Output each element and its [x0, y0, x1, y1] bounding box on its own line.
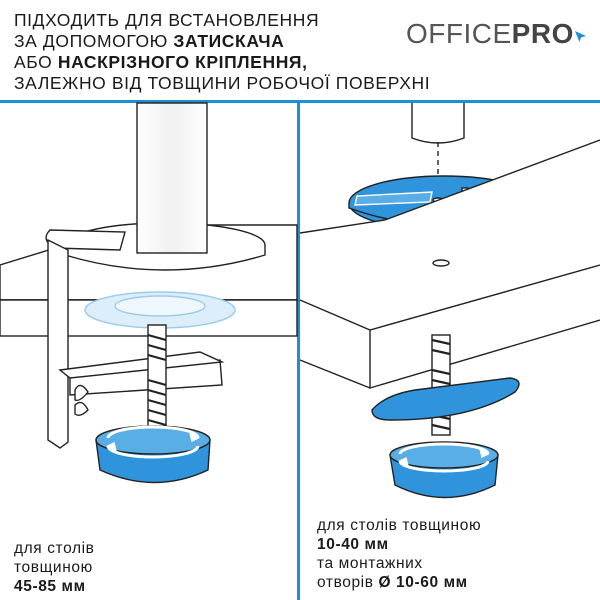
header-line-2: ЗА ДОПОМОГОЮ ЗАТИСКАЧА — [14, 31, 414, 52]
left-caption-line-1: для столів — [14, 540, 95, 557]
logo-pro: PRO — [511, 18, 574, 49]
left-caption-line-3: 45-85 мм — [14, 578, 86, 595]
horizontal-divider — [0, 100, 600, 103]
right-caption-line-1: для столів товщиною — [317, 517, 482, 534]
right-caption: для столів товщиною 10-40 мм та монтажни… — [317, 516, 481, 592]
pole — [136, 102, 208, 254]
right-caption-line-2: 10-40 мм — [317, 536, 389, 553]
clamp-bracket — [47, 238, 69, 449]
left-caption-line-2: товщиною — [14, 559, 93, 576]
header-line-1: ПІДХОДИТЬ ДЛЯ ВСТАНОВЛЕННЯ — [14, 10, 320, 30]
right-caption-line-4-bold: Ø 10-60 мм — [378, 574, 468, 591]
left-caption: для столів товщиною 45-85 мм — [14, 539, 94, 596]
cursor-icon — [574, 31, 586, 42]
header-line-2-prefix: ЗА ДОПОМОГОЮ — [14, 31, 174, 51]
right-caption-line-3: та монтажних — [317, 555, 423, 572]
pole-top — [411, 103, 465, 144]
clamp-mount-illustration — [0, 102, 298, 484]
header-line-2-bold: ЗАТИСКАЧА — [173, 31, 285, 51]
support-plate — [371, 377, 520, 421]
header-line-3: АБО НАСКРІЗНОГО КРІПЛЕННЯ, — [14, 52, 414, 73]
header-line-3-bold: НАСКРІЗНОГО КРІПЛЕННЯ, — [57, 52, 308, 72]
header-text: ПІДХОДИТЬ ДЛЯ ВСТАНОВЛЕННЯ ЗА ДОПОМОГОЮ … — [14, 10, 431, 94]
brand-logo: OFFICEPRO — [406, 18, 586, 50]
right-caption-line-4: отворів Ø 10-60 мм — [317, 573, 481, 592]
header-line-4: ЗАЛЕЖНО ВІД ТОВЩИНИ РОБОЧОЇ ПОВЕРХНІ — [14, 73, 431, 93]
right-caption-line-4-prefix: отворів — [317, 574, 379, 591]
desk-right — [300, 140, 600, 380]
vertical-divider — [297, 103, 300, 600]
logo-office: OFFICE — [406, 18, 512, 49]
header-line-3-prefix: АБО — [14, 52, 58, 72]
grommet-mount-illustration — [299, 103, 600, 499]
